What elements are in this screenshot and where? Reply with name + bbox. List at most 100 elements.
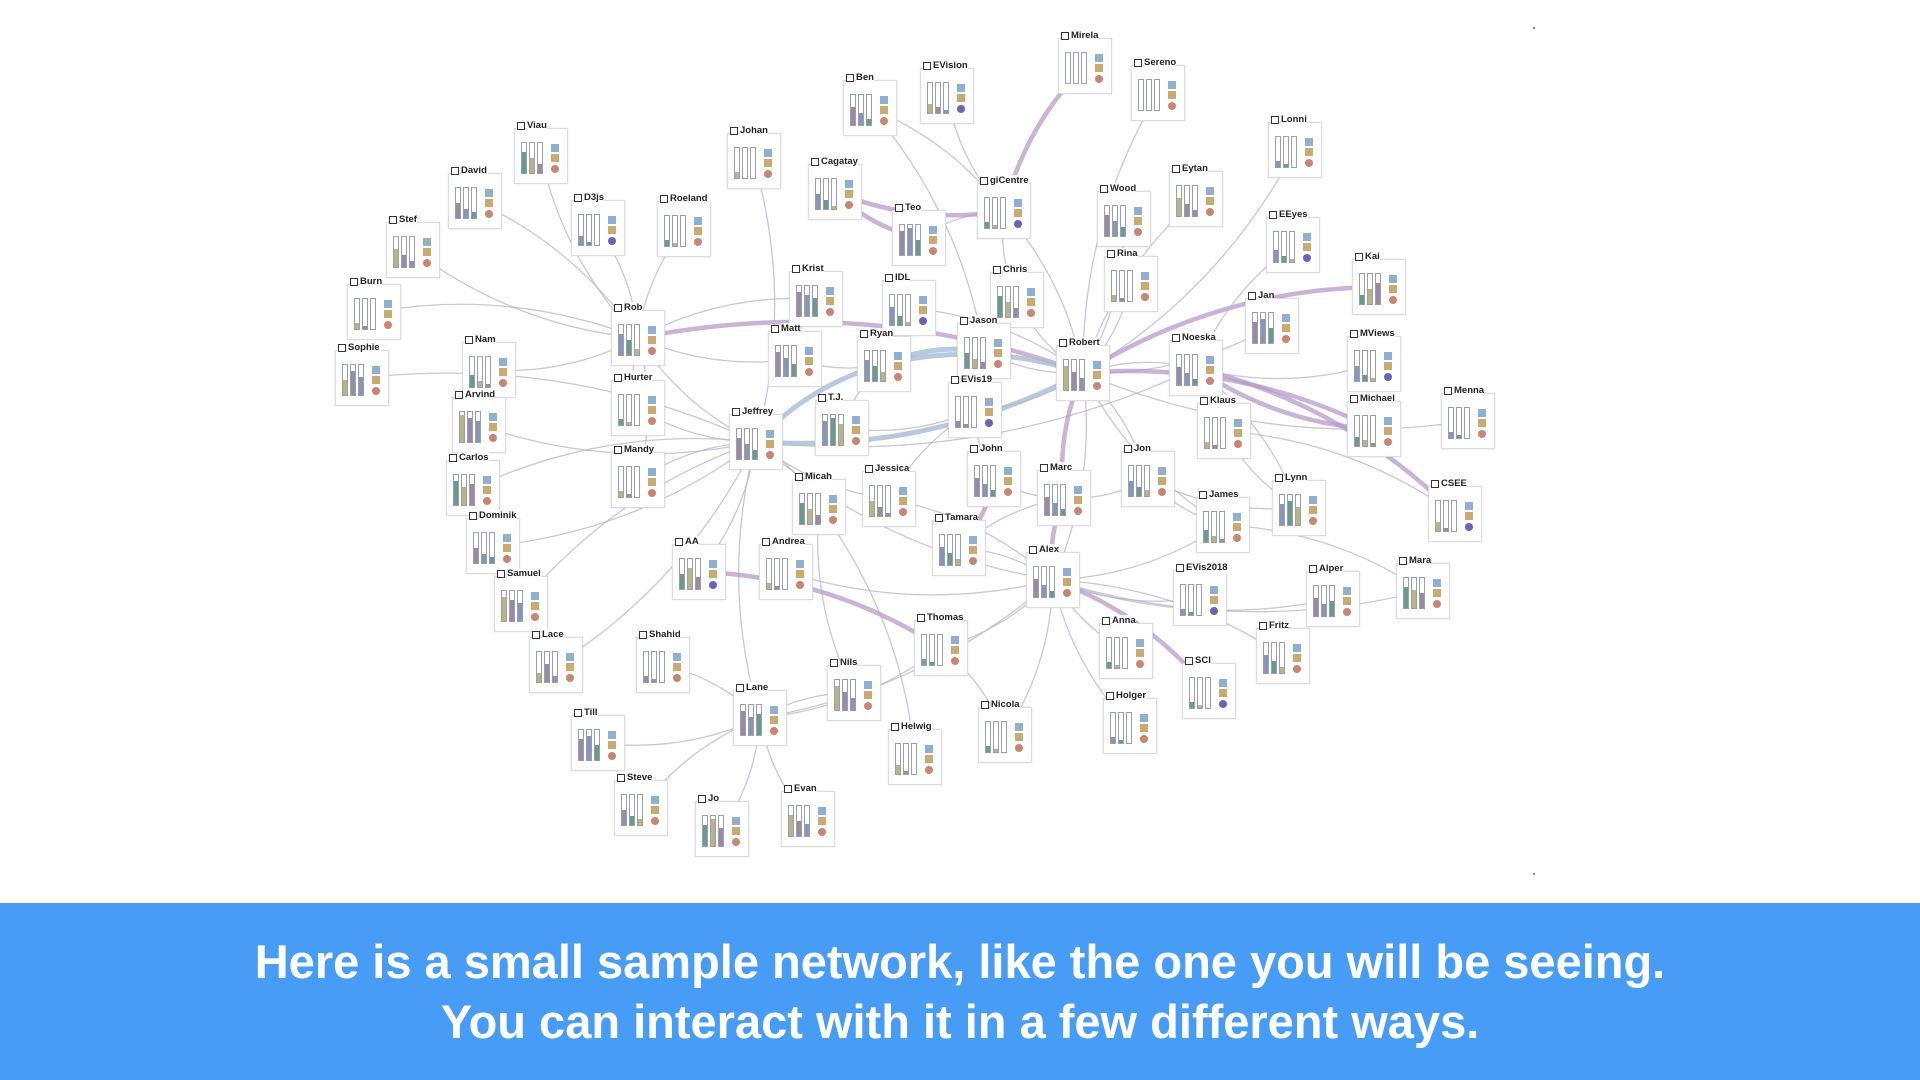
- node-menna[interactable]: Menna: [1441, 385, 1495, 449]
- node-david[interactable]: David: [448, 165, 502, 229]
- node-checkbox[interactable]: [614, 303, 622, 312]
- node-michael[interactable]: Michael: [1347, 393, 1401, 457]
- node-helwig[interactable]: Helwig: [888, 721, 942, 785]
- node-checkbox[interactable]: [895, 203, 903, 212]
- node-checkbox[interactable]: [574, 193, 582, 202]
- node-holger[interactable]: Holger: [1103, 690, 1157, 754]
- node-checkbox[interactable]: [614, 445, 622, 454]
- node-checkbox[interactable]: [993, 265, 1001, 274]
- node-checkbox[interactable]: [1102, 616, 1110, 625]
- node-checkbox[interactable]: [980, 176, 988, 185]
- node-checkbox[interactable]: [860, 329, 868, 338]
- node-ben[interactable]: Ben: [843, 72, 897, 136]
- node-d3js[interactable]: D3js: [571, 192, 625, 256]
- node-kai[interactable]: Kai: [1352, 251, 1406, 315]
- node-eytan[interactable]: Eytan: [1169, 163, 1223, 227]
- node-matt[interactable]: Matt: [768, 323, 822, 387]
- node-hurter[interactable]: Hurter: [611, 372, 665, 436]
- node-eeyes[interactable]: EEyes: [1266, 209, 1320, 273]
- node-ryan[interactable]: Ryan: [857, 328, 911, 392]
- node-tj[interactable]: T.J.: [815, 392, 869, 456]
- node-robert[interactable]: Robert: [1056, 337, 1110, 401]
- node-checkbox[interactable]: [465, 335, 473, 344]
- node-checkbox[interactable]: [614, 373, 622, 382]
- node-checkbox[interactable]: [1134, 58, 1142, 67]
- node-evis19[interactable]: EVis19: [948, 374, 1002, 438]
- node-checkbox[interactable]: [732, 407, 740, 416]
- node-checkbox[interactable]: [338, 343, 346, 352]
- node-checkbox[interactable]: [1259, 621, 1267, 630]
- node-dominik[interactable]: Dominik: [466, 510, 520, 574]
- node-stef[interactable]: Stef: [386, 214, 440, 278]
- node-lonni[interactable]: Lonni: [1268, 114, 1322, 178]
- node-checkbox[interactable]: [762, 537, 770, 546]
- node-mviews[interactable]: MViews: [1347, 328, 1401, 392]
- node-checkbox[interactable]: [960, 316, 968, 325]
- node-micah[interactable]: Micah: [792, 471, 846, 535]
- node-checkbox[interactable]: [451, 166, 459, 175]
- node-mara[interactable]: Mara: [1396, 555, 1450, 619]
- node-steve[interactable]: Steve: [614, 772, 668, 836]
- node-checkbox[interactable]: [1431, 479, 1439, 488]
- node-checkbox[interactable]: [865, 464, 873, 473]
- node-checkbox[interactable]: [1185, 656, 1193, 665]
- node-jason[interactable]: Jason: [957, 315, 1011, 379]
- node-tamara[interactable]: Tamara: [932, 512, 986, 576]
- node-checkbox[interactable]: [795, 472, 803, 481]
- node-checkbox[interactable]: [1059, 338, 1067, 347]
- node-checkbox[interactable]: [830, 658, 838, 667]
- node-till[interactable]: Till: [571, 707, 625, 771]
- node-checkbox[interactable]: [1172, 164, 1180, 173]
- node-anna[interactable]: Anna: [1099, 615, 1153, 679]
- node-checkbox[interactable]: [639, 630, 647, 639]
- node-checkbox[interactable]: [1275, 473, 1283, 482]
- node-sereno[interactable]: Sereno: [1131, 57, 1185, 121]
- node-chris[interactable]: Chris: [990, 264, 1044, 328]
- node-csee[interactable]: CSEE: [1428, 478, 1482, 542]
- node-checkbox[interactable]: [449, 453, 457, 462]
- node-sci[interactable]: SCI: [1182, 655, 1236, 719]
- node-checkbox[interactable]: [1199, 490, 1207, 499]
- node-checkbox[interactable]: [1172, 333, 1180, 342]
- node-checkbox[interactable]: [1399, 556, 1407, 565]
- node-checkbox[interactable]: [970, 444, 978, 453]
- node-lynn[interactable]: Lynn: [1272, 472, 1326, 536]
- node-aa[interactable]: AA: [672, 536, 726, 600]
- node-checkbox[interactable]: [1269, 210, 1277, 219]
- node-checkbox[interactable]: [617, 773, 625, 782]
- node-rob[interactable]: Rob: [611, 302, 665, 366]
- node-checkbox[interactable]: [935, 513, 943, 522]
- node-thomas[interactable]: Thomas: [914, 612, 968, 676]
- node-checkbox[interactable]: [350, 277, 358, 286]
- node-checkbox[interactable]: [532, 630, 540, 639]
- node-checkbox[interactable]: [1100, 184, 1108, 193]
- node-checkbox[interactable]: [1444, 386, 1452, 395]
- node-checkbox[interactable]: [660, 194, 668, 203]
- node-nam[interactable]: Nam: [462, 334, 516, 398]
- node-checkbox[interactable]: [792, 264, 800, 273]
- node-checkbox[interactable]: [574, 708, 582, 717]
- node-checkbox[interactable]: [1124, 444, 1132, 453]
- node-checkbox[interactable]: [1029, 545, 1037, 554]
- node-checkbox[interactable]: [981, 700, 989, 709]
- node-jon[interactable]: Jon: [1121, 443, 1175, 507]
- node-checkbox[interactable]: [1248, 291, 1256, 300]
- node-sophie[interactable]: Sophie: [335, 342, 389, 406]
- node-mandy[interactable]: Mandy: [611, 444, 665, 508]
- node-evision[interactable]: EVision: [920, 60, 974, 124]
- node-checkbox[interactable]: [698, 794, 706, 803]
- node-burn[interactable]: Burn: [347, 276, 401, 340]
- node-john[interactable]: John: [967, 443, 1021, 507]
- node-rina[interactable]: Rina: [1104, 248, 1158, 312]
- node-jeffrey[interactable]: Jeffrey: [729, 406, 783, 470]
- node-nils[interactable]: Nils: [827, 657, 881, 721]
- node-evan[interactable]: Evan: [781, 783, 835, 847]
- node-checkbox[interactable]: [885, 273, 893, 282]
- node-carlos[interactable]: Carlos: [446, 452, 500, 516]
- node-krist[interactable]: Krist: [789, 263, 843, 327]
- node-fritz[interactable]: Fritz: [1256, 620, 1310, 684]
- node-shahid[interactable]: Shahid: [636, 629, 690, 693]
- node-arvind[interactable]: Arvind: [452, 389, 506, 453]
- node-checkbox[interactable]: [736, 683, 744, 692]
